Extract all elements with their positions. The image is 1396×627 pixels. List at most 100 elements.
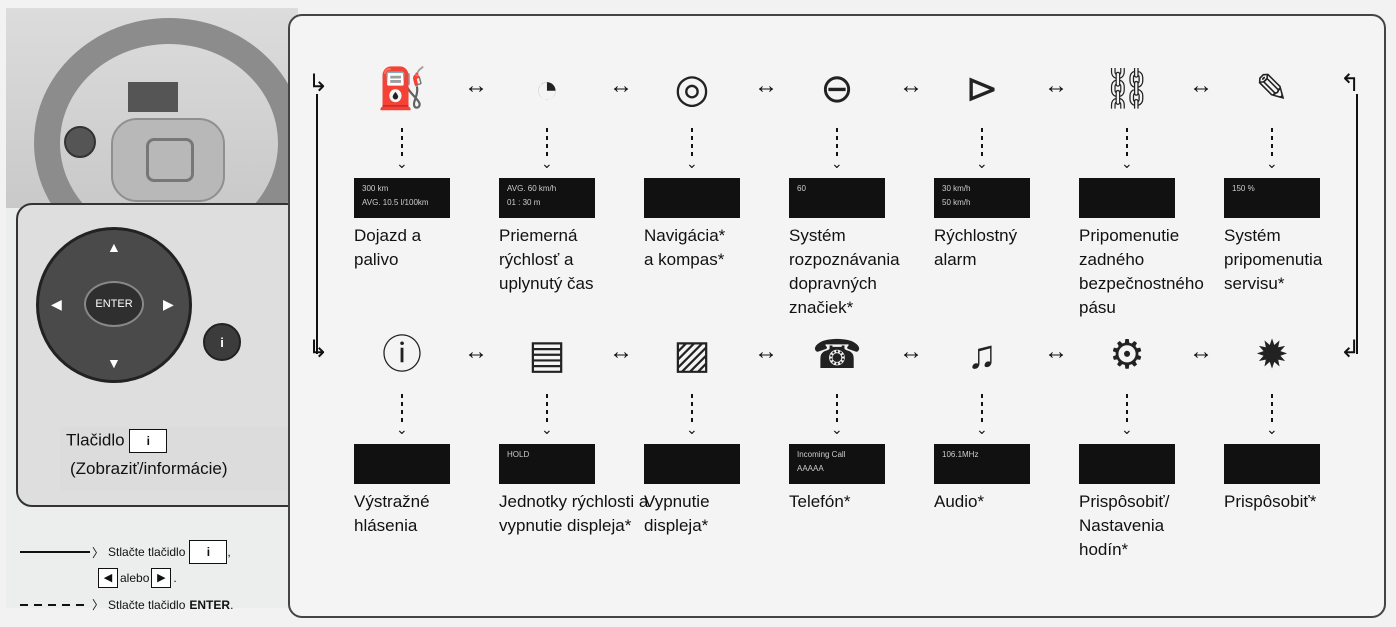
dashed-connector bbox=[1271, 128, 1273, 156]
legend-dashed-row: 〉 Stlačte tlačidlo ENTER . bbox=[20, 596, 233, 613]
display-text: 01 : 30 m bbox=[507, 198, 541, 207]
display-text: 106.1MHz bbox=[942, 450, 979, 459]
display-preview bbox=[1224, 444, 1320, 484]
item-label: Prispôsobiť/ Nastavenia hodín* bbox=[1079, 492, 1170, 559]
display-preview: 30 km/h 50 km/h bbox=[934, 178, 1030, 218]
avg-speed-icon[interactable]: ◔ bbox=[534, 67, 560, 111]
dashed-connector bbox=[401, 128, 403, 156]
display-off-icon[interactable]: ▨ bbox=[673, 333, 711, 377]
button-callout-line1: Tlačidlo bbox=[66, 430, 125, 450]
item-label: Pripomenutie zadného bezpečnostného pásu bbox=[1079, 226, 1204, 317]
display-info-button[interactable]: i bbox=[203, 323, 241, 361]
display-text: 300 km bbox=[362, 184, 389, 193]
bidirectional-arrow-icon: ↔ bbox=[899, 338, 923, 365]
arrow-down-icon: ⌄ bbox=[686, 421, 698, 437]
item-label: Navigácia* a kompas* bbox=[644, 226, 726, 269]
display-preview bbox=[354, 444, 450, 484]
selector-wheel[interactable]: ▲ ▼ ◀ ▶ ENTER bbox=[36, 227, 192, 383]
left-loop-line bbox=[316, 94, 318, 354]
dashed-connector bbox=[546, 394, 548, 422]
button-callout-line2: (Zobraziť/informácie) bbox=[70, 459, 228, 478]
legend-solid-end: , bbox=[227, 545, 231, 559]
control-zoom-box: ▲ ▼ ◀ ▶ ENTER i Tlačidlo i (Zobraziť/inf… bbox=[16, 203, 308, 507]
display-text: Incoming Call bbox=[797, 450, 846, 459]
steering-wheel-photo bbox=[6, 8, 298, 208]
dashed-connector bbox=[981, 394, 983, 422]
traffic-sign-icon[interactable]: ⊖ bbox=[820, 67, 854, 111]
dashed-connector bbox=[1126, 128, 1128, 156]
steering-wheel-hub bbox=[111, 118, 225, 202]
item-label: Výstražné hlásenia bbox=[354, 492, 430, 535]
arrow-down-icon: ⌄ bbox=[831, 155, 843, 171]
compass-icon[interactable]: ◎ bbox=[674, 67, 710, 111]
bidirectional-arrow-icon: ↔ bbox=[609, 72, 633, 99]
display-text: HOLD bbox=[507, 450, 530, 459]
display-location-marker bbox=[128, 82, 178, 112]
display-preview: 150 % bbox=[1224, 178, 1320, 218]
arrow-down-icon: ⌄ bbox=[396, 421, 408, 437]
dashed-arrow-head: 〉 bbox=[92, 598, 105, 612]
right-loop-line bbox=[1356, 94, 1358, 354]
item-label: Priemerná rýchlosť a uplynutý čas bbox=[499, 226, 594, 293]
right-loop-arrow-icon: ↲ bbox=[1340, 336, 1361, 363]
dashed-connector bbox=[981, 128, 983, 156]
music-note-icon[interactable]: ♫ bbox=[967, 333, 997, 377]
item-label: Audio* bbox=[934, 492, 985, 511]
legend-or-row: ◀ alebo ▶ . bbox=[96, 568, 177, 588]
dashed-arrow-icon bbox=[20, 603, 90, 606]
display-text: 60 bbox=[797, 184, 806, 193]
arrow-down-icon: ⌄ bbox=[396, 155, 408, 171]
bidirectional-arrow-icon: ↔ bbox=[1189, 72, 1213, 99]
dashed-connector bbox=[836, 128, 838, 156]
left-loop-arrow-icon: ↳ bbox=[308, 70, 329, 97]
bidirectional-arrow-icon: ↔ bbox=[899, 72, 923, 99]
right-arrow-icon[interactable]: ▶ bbox=[163, 296, 174, 312]
arrow-down-icon: ⌄ bbox=[976, 421, 988, 437]
display-preview bbox=[644, 178, 740, 218]
phone-icon[interactable]: ☎ bbox=[812, 333, 862, 377]
arrow-down-icon: ⌄ bbox=[976, 155, 988, 171]
display-preview: 106.1MHz bbox=[934, 444, 1030, 484]
display-text: AVG. 60 km/h bbox=[507, 184, 557, 193]
bidirectional-arrow-icon: ↔ bbox=[1044, 72, 1068, 99]
solid-arrow-head: 〉 bbox=[92, 545, 105, 560]
speed-alarm-icon[interactable]: ⊳ bbox=[965, 67, 999, 111]
item-label: Vypnutie displeja* bbox=[644, 492, 710, 535]
display-text: 30 km/h bbox=[942, 184, 971, 193]
arrow-down-icon: ⌄ bbox=[1266, 155, 1278, 171]
brand-logo-icon bbox=[146, 138, 194, 182]
down-arrow-icon[interactable]: ▼ bbox=[107, 355, 121, 371]
dashed-connector bbox=[1271, 394, 1273, 422]
item-label: Telefón* bbox=[789, 492, 851, 511]
solid-arrow-icon bbox=[20, 551, 90, 553]
left-loop-arrow-icon: ↳ bbox=[308, 336, 329, 363]
arrow-down-icon: ⌄ bbox=[831, 421, 843, 437]
legend-solid-text: Stlačte tlačidlo bbox=[108, 545, 186, 559]
display-text: 150 % bbox=[1232, 184, 1255, 193]
legend-or-text: alebo bbox=[120, 571, 150, 585]
display-preview bbox=[644, 444, 740, 484]
left-arrow-icon[interactable]: ◀ bbox=[51, 296, 62, 312]
display-preview: AVG. 60 km/h 01 : 30 m bbox=[499, 178, 595, 218]
legend-solid-row: 〉 Stlačte tlačidlo i , bbox=[20, 540, 231, 564]
arrow-down-icon: ⌄ bbox=[1121, 421, 1133, 437]
clock-gear-icon[interactable]: ⚙ bbox=[1109, 333, 1145, 377]
left-triangle-icon: ◀ bbox=[98, 568, 118, 588]
up-arrow-icon[interactable]: ▲ bbox=[107, 239, 121, 255]
info-circle-icon[interactable]: ⓘ bbox=[382, 333, 422, 377]
info-key-icon: i bbox=[189, 540, 228, 564]
display-text: 50 km/h bbox=[942, 198, 971, 207]
gear-icon[interactable]: ✹ bbox=[1255, 333, 1289, 377]
arrow-down-icon: ⌄ bbox=[541, 155, 553, 171]
display-text: AAAAA bbox=[797, 464, 824, 473]
bidirectional-arrow-icon: ↔ bbox=[464, 338, 488, 365]
enter-button[interactable]: ENTER bbox=[84, 281, 144, 327]
arrow-down-icon: ⌄ bbox=[1266, 421, 1278, 437]
bidirectional-arrow-icon: ↔ bbox=[609, 338, 633, 365]
info-icon: i bbox=[220, 334, 224, 350]
fuel-icon[interactable]: ⛽ bbox=[377, 67, 427, 111]
seatbelt-icon[interactable]: ⛓ bbox=[1101, 67, 1153, 111]
speed-units-icon[interactable]: ▤ bbox=[528, 333, 566, 377]
wrench-icon[interactable]: ✎ bbox=[1255, 67, 1289, 111]
